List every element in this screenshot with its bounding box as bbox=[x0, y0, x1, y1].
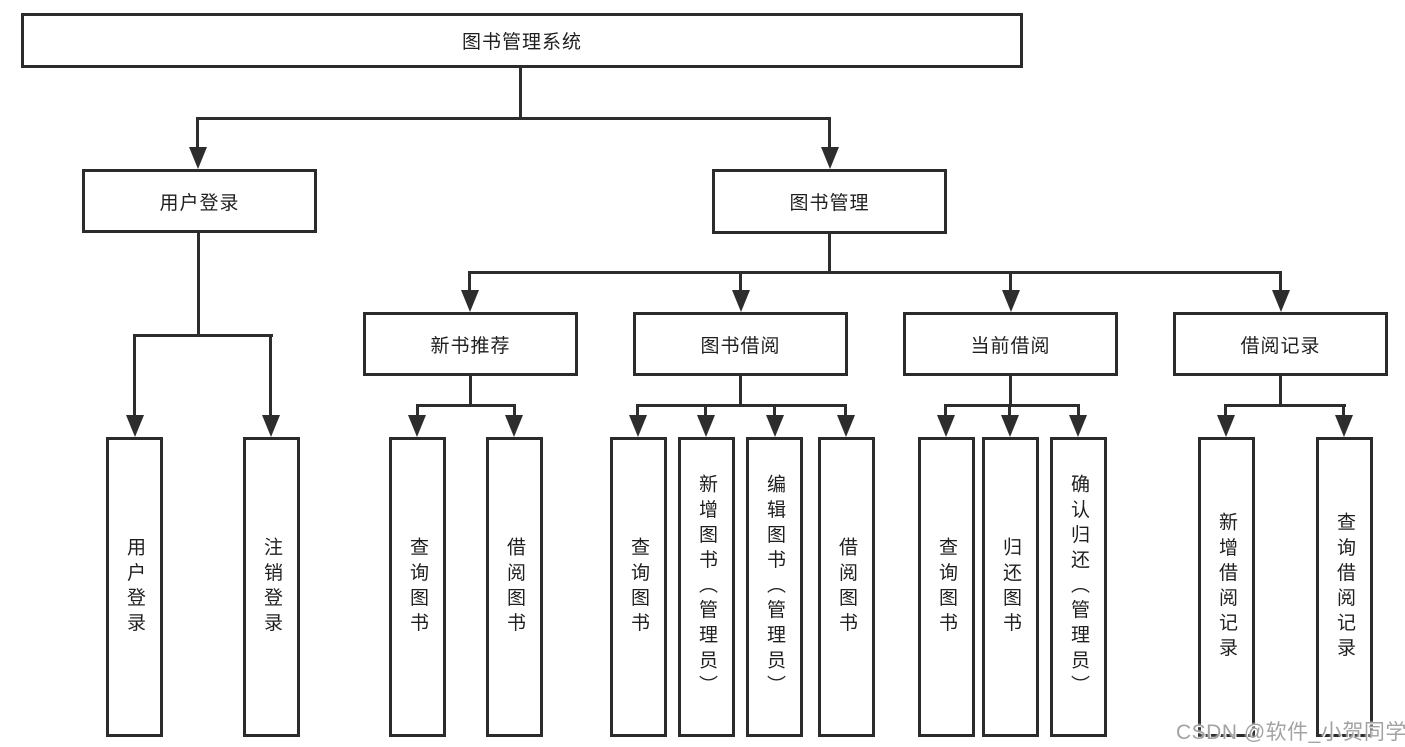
leaf-confirm-return-admin: 确认归还（管理员） bbox=[1050, 437, 1107, 737]
connector-records-stub-1 bbox=[1224, 404, 1227, 420]
leaf-borrow-book-borrow: 借阅图书 bbox=[818, 437, 875, 737]
csdn-watermark: CSDN @软件_小贺同学 bbox=[1176, 721, 1405, 744]
leaf-borrow-book-borrow-label: 借阅图书 bbox=[836, 536, 857, 638]
connector-newbook-stem bbox=[469, 374, 472, 407]
arrow-to-leaf-confirm-return bbox=[1069, 415, 1087, 437]
connector-to-user-login bbox=[196, 117, 199, 153]
connector-current-stub-2 bbox=[1008, 404, 1011, 420]
connector-records-rail bbox=[1224, 404, 1346, 407]
connector-borrow-stub-2 bbox=[704, 404, 707, 420]
leaf-add-borrow-record-label: 新增借阅记录 bbox=[1216, 511, 1237, 663]
connector-current-stem bbox=[1009, 374, 1012, 407]
arrow-to-borrow-records bbox=[1272, 290, 1290, 312]
arrow-to-leaf-query-book-3 bbox=[937, 415, 955, 437]
arrow-to-user-login bbox=[189, 147, 207, 169]
arrow-to-leaf-logout bbox=[262, 415, 280, 437]
leaf-query-book-borrow-label: 查询图书 bbox=[628, 536, 649, 638]
node-book-management-label: 图书管理 bbox=[789, 193, 870, 214]
arrow-to-book-management bbox=[821, 147, 839, 169]
leaf-add-borrow-record: 新增借阅记录 bbox=[1198, 437, 1255, 737]
node-user-login: 用户登录 bbox=[82, 169, 317, 233]
connector-to-borrow-records bbox=[1279, 271, 1282, 297]
arrow-to-leaf-add-book bbox=[697, 415, 715, 437]
connector-borrow-stub-3 bbox=[773, 404, 776, 420]
connector-newbook-right-stub bbox=[513, 404, 516, 420]
node-borrow-records-label: 借阅记录 bbox=[1240, 335, 1321, 357]
connector-current-rail bbox=[944, 404, 1080, 407]
leaf-query-borrow-record: 查询借阅记录 bbox=[1316, 437, 1373, 737]
connector-mgmt-stem bbox=[828, 233, 831, 274]
leaf-user-login: 用户登录 bbox=[106, 437, 163, 737]
connector-borrow-stub-4 bbox=[844, 404, 847, 420]
arrow-to-leaf-add-record bbox=[1217, 415, 1235, 437]
arrow-to-leaf-return-book bbox=[1001, 415, 1019, 437]
connector-newbook-left-stub bbox=[416, 404, 419, 420]
connector-login-rail bbox=[133, 334, 273, 337]
arrow-to-leaf-borrow-book-2 bbox=[837, 415, 855, 437]
node-new-book-recommend: 新书推荐 bbox=[363, 312, 578, 376]
leaf-borrow-book-newbook: 借阅图书 bbox=[486, 437, 543, 737]
connector-to-leaf-user-login bbox=[133, 334, 136, 419]
node-current-borrow: 当前借阅 bbox=[903, 312, 1118, 376]
leaf-return-book: 归还图书 bbox=[982, 437, 1039, 737]
connector-to-new-book bbox=[468, 271, 471, 297]
leaf-edit-book-admin: 编辑图书（管理员） bbox=[746, 437, 803, 737]
arrow-to-new-book bbox=[461, 290, 479, 312]
node-book-management: 图书管理 bbox=[712, 169, 947, 234]
connector-records-stub-2 bbox=[1342, 404, 1345, 420]
leaf-logout: 注销登录 bbox=[243, 437, 300, 737]
leaf-query-book-current: 查询图书 bbox=[918, 437, 975, 737]
leaf-add-book-admin: 新增图书（管理员） bbox=[678, 437, 735, 737]
leaf-return-book-label: 归还图书 bbox=[1000, 536, 1021, 638]
leaf-query-borrow-record-label: 查询借阅记录 bbox=[1334, 511, 1355, 663]
connector-root-stem bbox=[519, 66, 522, 120]
node-book-borrow-label: 图书借阅 bbox=[700, 335, 781, 357]
arrow-to-leaf-edit-book bbox=[766, 415, 784, 437]
leaf-borrow-book-newbook-label: 借阅图书 bbox=[504, 536, 525, 638]
connector-to-book-management bbox=[828, 117, 831, 153]
leaf-edit-book-admin-label: 编辑图书（管理员） bbox=[764, 474, 785, 700]
connector-newbook-rail bbox=[416, 404, 516, 407]
connector-login-stem bbox=[197, 233, 200, 337]
arrow-to-current-borrow bbox=[1002, 290, 1020, 312]
connector-records-stem bbox=[1279, 374, 1282, 407]
leaf-query-book-newbook-label: 查询图书 bbox=[407, 536, 428, 638]
leaf-confirm-return-admin-label: 确认归还（管理员） bbox=[1068, 474, 1089, 700]
connector-level1-rail bbox=[197, 117, 831, 120]
connector-current-stub-3 bbox=[1077, 404, 1080, 420]
leaf-logout-label: 注销登录 bbox=[261, 536, 282, 638]
arrow-to-leaf-user-login bbox=[126, 415, 144, 437]
leaf-user-login-label: 用户登录 bbox=[124, 536, 145, 638]
connector-borrow-rail bbox=[636, 404, 847, 407]
arrow-to-leaf-query-record bbox=[1335, 415, 1353, 437]
arrow-to-book-borrow bbox=[732, 290, 750, 312]
arrow-to-leaf-query-book-2 bbox=[629, 415, 647, 437]
leaf-query-book-current-label: 查询图书 bbox=[936, 536, 957, 638]
node-library-system: 图书管理系统 bbox=[21, 13, 1023, 68]
node-book-borrow: 图书借阅 bbox=[633, 312, 848, 376]
connector-current-stub-1 bbox=[944, 404, 947, 420]
leaf-query-book-borrow: 查询图书 bbox=[610, 437, 667, 737]
arrow-to-leaf-query-book-1 bbox=[408, 415, 426, 437]
leaf-add-book-admin-label: 新增图书（管理员） bbox=[696, 474, 717, 700]
connector-borrow-stub-1 bbox=[636, 404, 639, 420]
connector-to-leaf-logout bbox=[269, 334, 272, 419]
connector-borrow-stem bbox=[739, 374, 742, 407]
connector-to-book-borrow bbox=[739, 271, 742, 297]
node-borrow-records: 借阅记录 bbox=[1173, 312, 1388, 376]
connector-level2-rail bbox=[468, 271, 1282, 274]
node-new-book-recommend-label: 新书推荐 bbox=[430, 335, 511, 357]
node-library-system-label: 图书管理系统 bbox=[461, 32, 582, 53]
node-current-borrow-label: 当前借阅 bbox=[970, 335, 1051, 357]
node-user-login-label: 用户登录 bbox=[159, 192, 240, 214]
leaf-query-book-newbook: 查询图书 bbox=[389, 437, 446, 737]
arrow-to-leaf-borrow-book-1 bbox=[505, 415, 523, 437]
connector-to-current-borrow bbox=[1009, 271, 1012, 297]
